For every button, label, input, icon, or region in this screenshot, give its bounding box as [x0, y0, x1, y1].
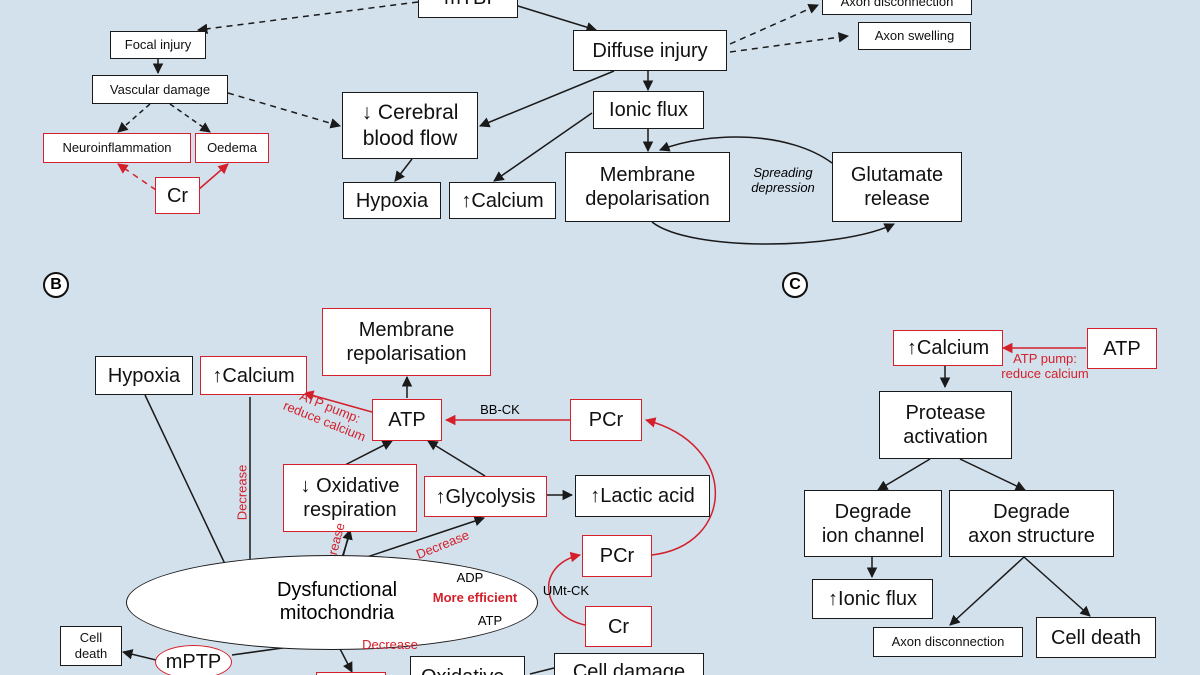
atp-pump-label-c: ATP pump: reduce calcium	[1001, 351, 1089, 381]
arrow-axon-celldeath	[1023, 556, 1091, 617]
mitochondria-ellipse	[126, 555, 538, 650]
degrade-ion-channel-node: Degrade ion channel	[804, 490, 942, 557]
arrow-vascular-oedema	[169, 103, 211, 133]
glycolysis-node: ↑Glycolysis	[424, 476, 547, 517]
mtbi-node: mTBI	[418, 0, 518, 18]
panel-c-connectors	[866, 366, 1091, 626]
arrow-diffuse-cbf	[479, 70, 615, 128]
oxidative-node: Oxidative	[410, 656, 525, 675]
axon-disconnection-node-a: Axon disconnection	[822, 0, 972, 15]
arrow-diffuse-axon-disc	[729, 4, 819, 45]
axon-disconnection-node-c: Axon disconnection	[873, 627, 1023, 657]
lactic-acid-node: ↑Lactic acid	[575, 475, 710, 517]
arrow-axon-disconnection	[949, 556, 1025, 626]
glutamate-release-node: Glutamate release	[832, 152, 962, 222]
degrade-axon-structure-node: Degrade axon structure	[949, 490, 1114, 557]
focal-injury-node: Focal injury	[110, 31, 206, 59]
oedema-node: Oedema	[195, 133, 269, 163]
arrow-cr-pcr	[548, 551, 586, 626]
hypoxia-node-b: Hypoxia	[95, 356, 193, 395]
arrow-vascular-cbf	[227, 92, 342, 129]
vascular-damage-node: Vascular damage	[92, 75, 228, 104]
cell-damage-node: Cell damage	[554, 653, 704, 675]
arrow-vascular-neuro	[117, 103, 151, 133]
panel-c-marker: C	[782, 272, 808, 298]
protease-activation-node: Protease activation	[879, 391, 1012, 459]
oxidative-respiration-node: ↓ Oxidative respiration	[283, 464, 417, 532]
arrow-glyc-atp	[427, 440, 486, 477]
pcr-mid-node: PCr	[582, 535, 652, 577]
ionic-flux-node-c: ↑Ionic flux	[812, 579, 933, 619]
diffuse-injury-node: Diffuse injury	[573, 30, 727, 71]
calcium-node-a: ↑Calcium	[449, 182, 556, 219]
arrow-mid-pcr-top	[644, 417, 716, 556]
cell-death-node-b: Cell death	[60, 626, 122, 666]
atp-small-label: ATP	[477, 613, 503, 628]
calcium-node-c: ↑Calcium	[893, 330, 1003, 366]
pcr-top-node: PCr	[570, 399, 642, 441]
decrease-label-3: Decrease	[362, 637, 418, 652]
arrow-cbf-hypoxia	[394, 158, 413, 182]
oxidative-red-stub	[316, 672, 386, 675]
arrow-cr-oedema	[197, 163, 229, 191]
more-efficient-label: More efficient	[432, 590, 518, 605]
calcium-node-b: ↑Calcium	[200, 356, 307, 395]
membrane-repolarisation-node: Membrane repolarisation	[322, 308, 491, 376]
atp-node-c: ATP	[1087, 328, 1157, 369]
spreading-depression-label: Spreading depression	[751, 165, 815, 195]
arrow-cr-neuro	[117, 163, 157, 191]
panel-a-red-connectors	[117, 163, 229, 191]
arrow-mptp-celldeath	[121, 649, 157, 661]
panel-b-marker: B	[43, 272, 69, 298]
ionic-flux-node: Ionic flux	[593, 91, 704, 129]
cr-node-b: Cr	[585, 606, 652, 647]
neuroinflammation-node: Neuroinflammation	[43, 133, 191, 163]
arrow-mtbi-focal	[196, 1, 419, 35]
arrow-protease-ionchannel	[877, 458, 931, 491]
atp-node-b: ATP	[372, 399, 442, 441]
umt-ck-label: UMt-CK	[542, 583, 590, 598]
decrease-label-1: Decrease	[234, 464, 250, 521]
arrow-oxresp-atp	[344, 440, 393, 466]
cell-death-node-c: Cell death	[1036, 617, 1156, 658]
hypoxia-node-a: Hypoxia	[343, 182, 441, 219]
arrow-ionic-calcium	[493, 112, 593, 182]
arrow-glutamate-depol-top	[659, 136, 833, 164]
arrow-mtbi-diffuse	[517, 5, 598, 33]
bb-ck-label: BB-CK	[480, 402, 520, 417]
arrow-protease-axon	[959, 458, 1026, 491]
cerebral-blood-flow-node: ↓ Cerebral blood flow	[342, 92, 478, 159]
arrow-celldamage	[529, 667, 555, 675]
cr-node-a: Cr	[155, 177, 200, 214]
mptp-node: mPTP	[155, 645, 232, 675]
arrow-diffuse-axon-swell	[729, 32, 850, 53]
arrow-atp-calcium	[302, 390, 373, 413]
membrane-depolarisation-node: Membrane depolarisation	[565, 152, 730, 222]
adp-label: ADP	[456, 570, 484, 585]
panel-a-connectors	[117, 1, 895, 245]
axon-swelling-node: Axon swelling	[858, 22, 971, 50]
dysfunctional-mitochondria-label: Dysfunctional mitochondria	[276, 579, 398, 624]
arrow-depol-glutamate-bottom	[651, 221, 895, 245]
